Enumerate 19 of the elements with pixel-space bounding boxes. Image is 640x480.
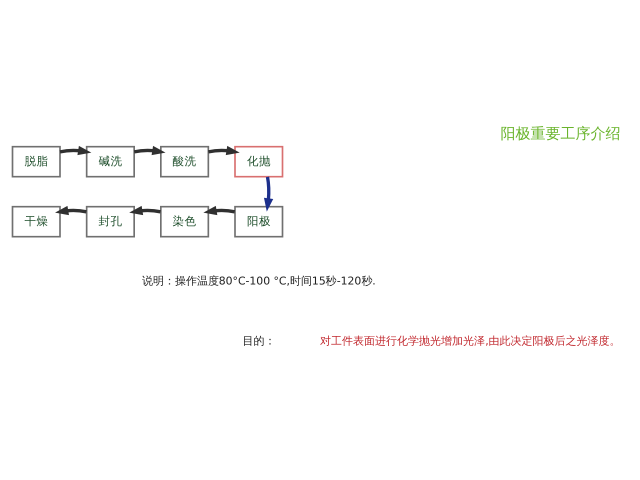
node-box: 酸洗 — [160, 146, 210, 178]
node-box: 阳极 — [234, 206, 284, 238]
label: 对工件表面进行化学抛光增加光泽,由此决定阳极后之光泽度。 — [320, 334, 621, 348]
arrow — [203, 206, 236, 216]
label: 说明：操作温度80°C-100 °C,时间15秒-120秒. — [142, 274, 376, 288]
arrow — [60, 146, 92, 156]
node-box: 碱洗 — [86, 146, 135, 178]
arrow — [129, 206, 161, 216]
node-box: 封孔 — [86, 206, 135, 238]
arrow — [264, 176, 274, 212]
node-box: 化抛 — [234, 146, 284, 178]
arrow — [55, 206, 87, 216]
node-box: 染色 — [160, 206, 210, 238]
diagram-title: 阳极重要工序介绍 — [500, 124, 620, 143]
arrow — [208, 146, 240, 156]
label: 目的： — [242, 334, 276, 348]
node-box: 脱脂 — [12, 146, 61, 178]
arrow — [134, 146, 166, 156]
node-box: 干燥 — [12, 206, 61, 238]
